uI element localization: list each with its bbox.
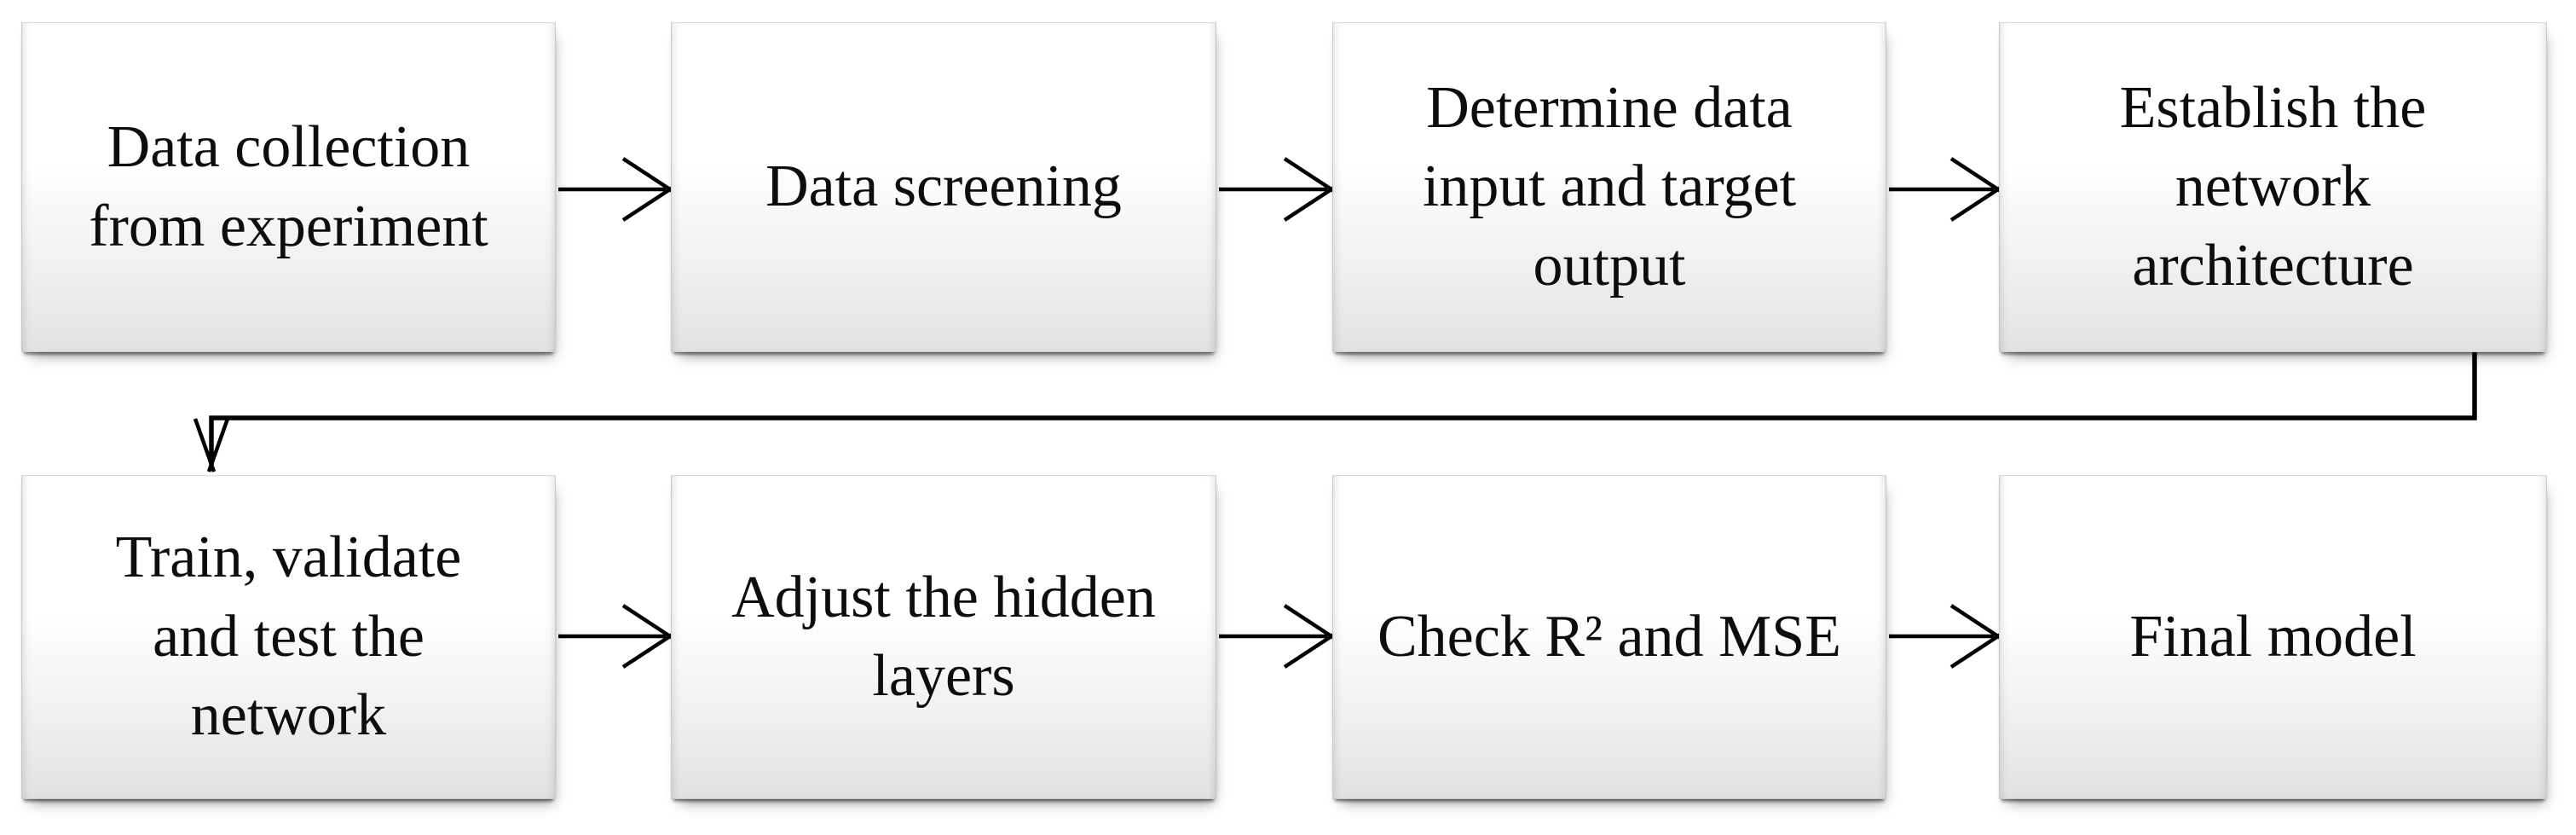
box-label: Data collection from experiment [89, 114, 488, 259]
box-label: Check R² and MSE [1377, 603, 1841, 670]
box-train-validate-test: Train, validate and test the network [21, 475, 556, 799]
arrow-right-icon [558, 604, 677, 669]
return-connector-arrow-down-icon [193, 352, 2477, 473]
box-label: Final model [2129, 603, 2417, 670]
box-label: Adjust the hidden layers [731, 564, 1156, 709]
arrow-right-icon [1889, 604, 2005, 669]
arrow-right-icon [1219, 604, 1338, 669]
arrow-right-icon [1219, 157, 1338, 222]
arrow-right-icon [558, 157, 677, 222]
box-check-r2-mse: Check R² and MSE [1332, 475, 1886, 799]
box-network-architecture: Establish the network architecture [1999, 22, 2547, 352]
box-adjust-hidden-layers: Adjust the hidden layers [671, 475, 1216, 799]
box-data-collection: Data collection from experiment [21, 22, 556, 352]
box-final-model: Final model [1999, 475, 2547, 799]
arrow-right-icon [1889, 157, 2005, 222]
box-label: Data screening [765, 154, 1122, 220]
box-input-target-output: Determine data input and target output [1332, 22, 1886, 352]
box-label: Establish the network architecture [2119, 74, 2427, 299]
box-label: Determine data input and target output [1422, 74, 1797, 299]
box-label: Train, validate and test the network [115, 525, 462, 749]
box-data-screening: Data screening [671, 22, 1216, 352]
